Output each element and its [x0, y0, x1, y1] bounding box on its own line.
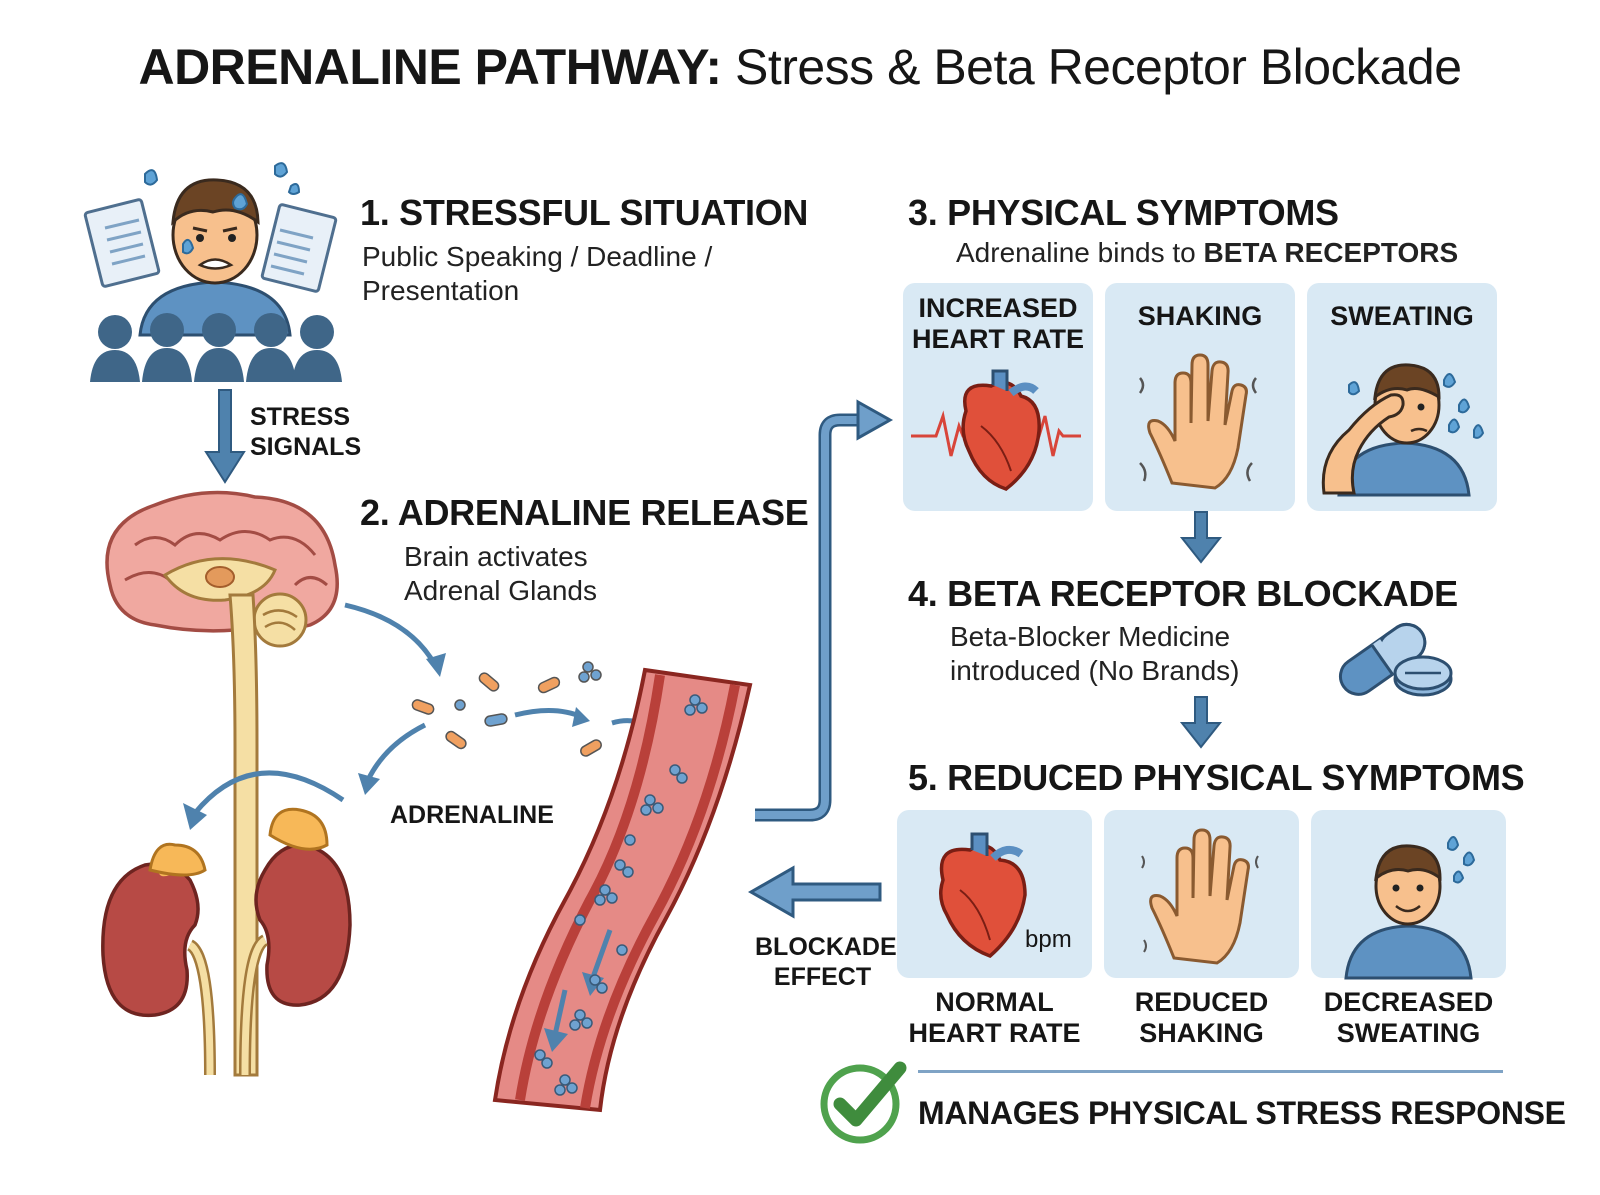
stress-signals-label: STRESS SIGNALS — [250, 402, 361, 462]
blockade-effect-line1: BLOCKADE — [755, 933, 897, 961]
caption-line2: SWEATING — [1336, 1018, 1481, 1048]
left-kidney-icon — [101, 842, 216, 1076]
caption-line1: REDUCED — [1134, 987, 1269, 1017]
sweating-person-icon — [1321, 363, 1485, 497]
step3-description: Adrenaline binds to BETA RECEPTORS — [956, 236, 1458, 270]
brain-icon — [105, 490, 339, 648]
symptom-card-shaking: SHAKING — [1105, 283, 1295, 511]
page-title: ADRENALINE PATHWAY: Stress & Beta Recept… — [0, 38, 1600, 96]
step2-desc-line1: Brain activates — [404, 541, 588, 572]
audience-icon — [90, 313, 342, 382]
bpm-label: bpm — [1025, 926, 1072, 953]
stress-signals-line1: STRESS — [250, 403, 351, 431]
step2-desc-line2: Adrenal Glands — [404, 575, 598, 606]
check-icon — [820, 1061, 907, 1144]
symptom-card-sweating: SWEATING — [1307, 283, 1497, 511]
result-card-heart-rate: bpm — [897, 810, 1092, 978]
paper-icon — [83, 198, 161, 288]
step1-desc-line2: Presentation — [362, 275, 520, 306]
result-caption-sweating: DECREASED SWEATING — [1311, 987, 1506, 1049]
pill-particle — [411, 661, 602, 757]
sweat-drops-icon — [1348, 373, 1485, 439]
card-label-line1: INCREASED — [918, 293, 1078, 323]
sweat-drops-icon — [1447, 836, 1476, 884]
adrenaline-label: ADRENALINE — [390, 801, 554, 829]
pill-capsule-icon — [1338, 622, 1453, 697]
divider-line — [918, 1070, 1503, 1073]
caption-line2: SHAKING — [1139, 1018, 1264, 1048]
result-caption-shaking: REDUCED SHAKING — [1104, 987, 1299, 1049]
card-label-line2: HEART RATE — [912, 324, 1084, 354]
step3-heading: 3. PHYSICAL SYMPTOMS — [908, 192, 1339, 233]
blockade-effect-label: BLOCKADE EFFECT — [755, 932, 897, 992]
blood-vessel-illustration — [492, 667, 753, 1113]
title-rest: Stress & Beta Receptor Blockade — [734, 39, 1462, 95]
down-arrow-icon — [1179, 696, 1223, 749]
right-kidney-icon — [239, 807, 352, 1076]
shaking-hand-icon — [1138, 353, 1258, 490]
connector-arrow-up-icon — [755, 399, 894, 822]
symptom-card-heart-rate: INCREASED HEART RATE — [903, 283, 1093, 511]
step4-description: Beta-Blocker Medicine introduced (No Bra… — [950, 620, 1239, 688]
adrenaline-molecule-particles — [534, 694, 708, 1096]
heart-icon — [911, 369, 1081, 491]
caption-line1: DECREASED — [1323, 987, 1494, 1017]
blockade-effect-line2: EFFECT — [773, 963, 872, 991]
result-card-sweating — [1311, 810, 1506, 980]
card-label-line1: SHAKING — [1137, 301, 1263, 331]
steady-hand-icon — [1141, 828, 1259, 965]
brain-spine-illustration — [101, 490, 352, 1077]
caption-line2: HEART RATE — [908, 1018, 1081, 1048]
step5-heading: 5. REDUCED PHYSICAL SYMPTOMS — [908, 757, 1525, 798]
step4-desc-line2: introduced (No Brands) — [950, 655, 1240, 686]
card-label-line1: SWEATING — [1330, 301, 1474, 331]
calm-person-icon — [1344, 836, 1476, 980]
result-card-shaking — [1104, 810, 1299, 978]
down-arrow-icon — [1179, 511, 1223, 564]
step1-heading: 1. STRESSFUL SITUATION — [360, 192, 809, 233]
title-bold: ADRENALINE PATHWAY: — [138, 39, 722, 95]
conclusion-text: MANAGES PHYSICAL STRESS RESPONSE — [918, 1095, 1566, 1131]
left-arrow-icon — [747, 865, 882, 919]
step2-description: Brain activates Adrenal Glands — [404, 540, 597, 608]
normal-heart-icon — [939, 832, 1027, 958]
down-arrow-icon — [204, 389, 246, 484]
step3-desc-bold: BETA RECEPTORS — [1203, 237, 1459, 268]
step1-description: Public Speaking / Deadline / Presentatio… — [362, 240, 712, 308]
step1-desc-line1: Public Speaking / Deadline / — [362, 241, 713, 272]
step2-heading: 2. ADRENALINE RELEASE — [360, 492, 809, 533]
step3-desc-prefix: Adrenaline binds to — [956, 237, 1204, 268]
step4-desc-line1: Beta-Blocker Medicine — [950, 621, 1231, 652]
caption-line1: NORMAL — [935, 987, 1054, 1017]
symptom-card-label: SWEATING — [1307, 301, 1497, 332]
symptom-card-label: INCREASED HEART RATE — [903, 293, 1093, 355]
result-caption-heart-rate: NORMAL HEART RATE — [897, 987, 1092, 1049]
stress-signals-line2: SIGNALS — [250, 433, 362, 461]
step4-heading: 4. BETA RECEPTOR BLOCKADE — [908, 573, 1458, 614]
stressed-presenter-illustration — [83, 162, 342, 382]
symptom-card-label: SHAKING — [1105, 301, 1295, 332]
paper-icon — [260, 203, 338, 293]
